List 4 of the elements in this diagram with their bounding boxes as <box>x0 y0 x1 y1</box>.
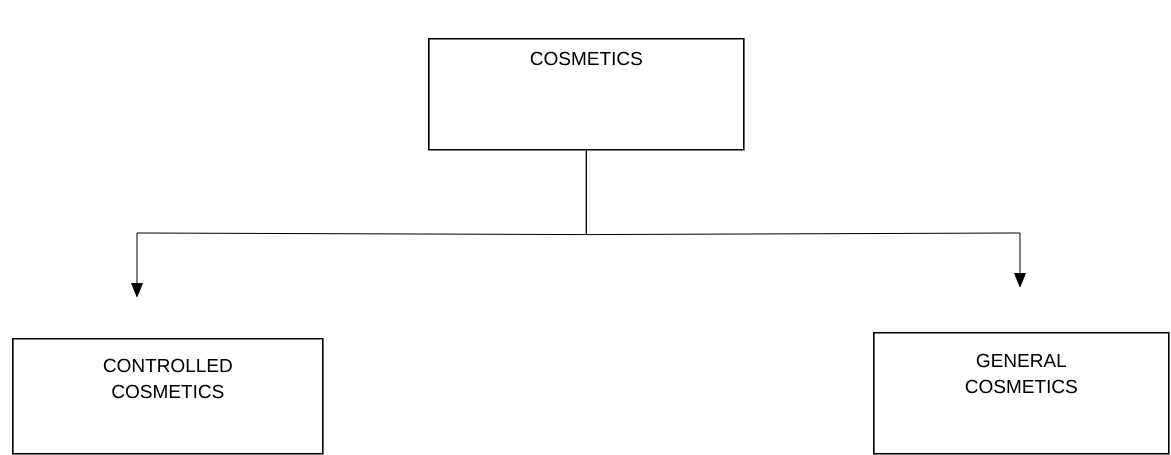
category-box: CONTROLLED COSMETICS <box>12 338 324 455</box>
category-box: GENERAL COSMETICS <box>873 332 1170 455</box>
category-box: COSMETICS <box>428 38 745 151</box>
arrow <box>585 150 1026 288</box>
